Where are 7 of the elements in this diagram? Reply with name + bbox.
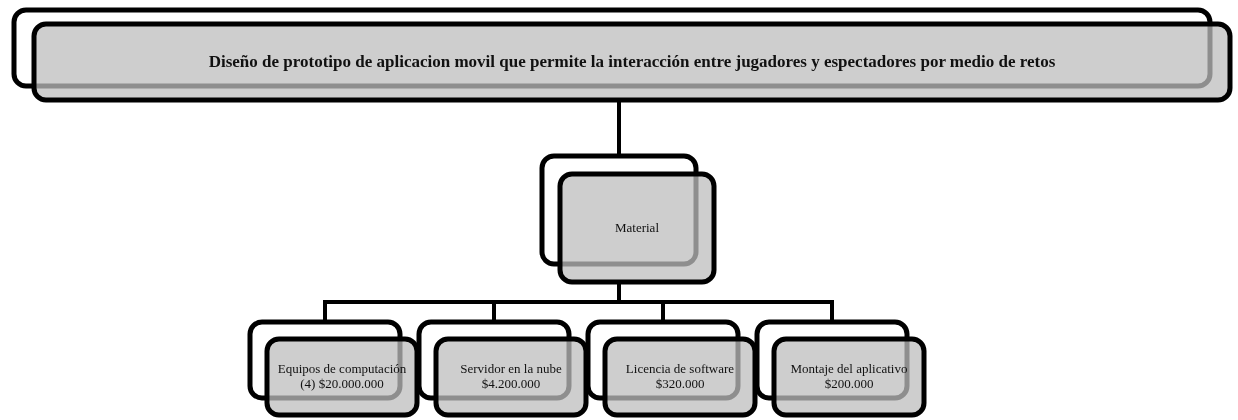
connector-line (617, 102, 621, 154)
title-text: Diseño de prototipo de aplicacion movil que permite la interacción entre jugadores y espectadores por medio de retos (208, 52, 1056, 72)
node-label: Licencia de software $320.000 (624, 362, 736, 392)
node-label: Material (614, 220, 659, 236)
node-label: Servidor en la nube $4.200.000 (459, 362, 563, 392)
node-label: Equipos de computación (4) $20.000.000 (276, 362, 408, 392)
node-label: Montaje del aplicativo $200.000 (789, 362, 909, 392)
